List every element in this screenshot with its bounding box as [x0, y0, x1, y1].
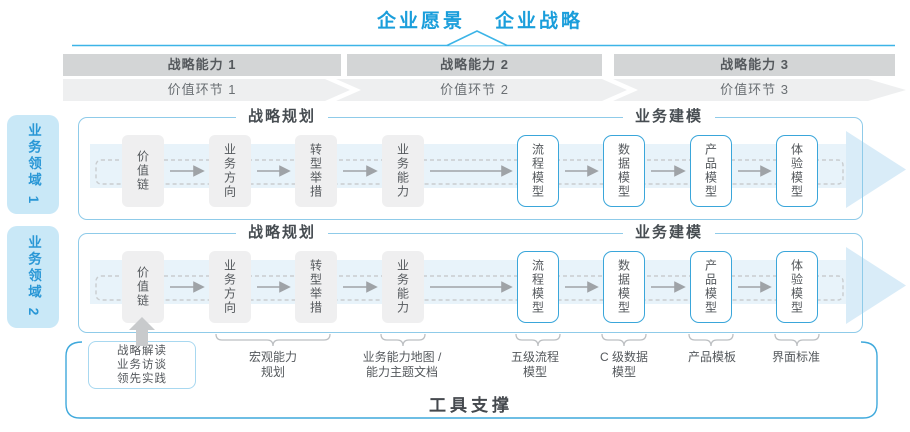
lane2-business-modeling-header: 业务建模: [622, 224, 716, 242]
lane2-box-product-model-label: 产品模型: [703, 259, 718, 315]
lane2-box-process-model-label: 流程模型: [530, 259, 545, 315]
lane2-box-business-direction: 业务方向: [209, 251, 251, 323]
value-link-label-3: 价值环节 3: [720, 82, 789, 97]
lane2-box-experience-model-label: 体验模型: [789, 259, 804, 315]
lane2-box-product-model: 产品模型: [690, 251, 732, 323]
lane2-box-process-model: 流程模型: [517, 251, 559, 323]
annotation-macro-capability-line2: 规划: [260, 365, 286, 379]
lane-2-container: [78, 233, 863, 333]
annotation-ui-standard: 界面标准: [772, 350, 820, 365]
lane2-box-data-model: 数据模型: [603, 251, 645, 323]
lane1-strategic-planning-header: 战略规划: [235, 108, 329, 126]
lane1-box-product-model: 产品模型: [690, 135, 732, 207]
annotation-level5-process-line1: 五级流程: [510, 350, 560, 364]
annotation-macro-capability-line1: 宏观能力: [248, 350, 298, 364]
value-link-chevron-2: [336, 79, 627, 101]
annotation-level5-process-line2: 模型: [522, 365, 548, 379]
lane1-box-value-chain-label: 价值链: [135, 150, 150, 192]
business-domain-tab-2: 业务领域 2: [7, 226, 59, 328]
strategic-capability-bar-3: 战略能力 3: [614, 54, 895, 76]
lane2-box-business-direction-label: 业务方向: [222, 259, 237, 315]
lane2-box-business-capability-label: 业务能力: [395, 259, 410, 315]
lane1-box-business-capability-label: 业务能力: [395, 143, 410, 199]
lane2-strategic-planning-header: 战略规划: [235, 224, 329, 242]
annotation-practice-line-3: 领先实践: [117, 373, 167, 385]
lane1-flow-arrowhead: [846, 131, 906, 208]
lane-1-container: [78, 117, 863, 220]
lane1-box-business-direction-label: 业务方向: [222, 143, 237, 199]
annotation-c-level-data-line2: 模型: [611, 365, 637, 379]
lane2-box-value-chain: 价值链: [122, 251, 164, 323]
lane2-dashed-rail: [95, 275, 844, 301]
enterprise-vision-title: 企业愿景: [377, 11, 466, 32]
value-link-label-1: 价值环节 1: [167, 82, 237, 97]
lane1-box-data-model-label: 数据模型: [616, 143, 631, 199]
lane1-box-experience-model: 体验模型: [776, 135, 818, 207]
enterprise-strategy-title: 企业战略: [495, 11, 584, 32]
lane1-box-transformation-initiatives: 转型举措: [295, 135, 337, 207]
lane1-box-business-capability: 业务能力: [382, 135, 424, 207]
annotation-product-template-line1: 产品模板: [687, 350, 737, 364]
tool-support-title: 工具支撑: [429, 396, 513, 415]
lane2-flow-arrowhead: [846, 247, 906, 324]
lane2-box-value-chain-label: 价值链: [135, 266, 150, 308]
strategic-capability-bar-1: 战略能力 1: [63, 54, 341, 76]
annotation-c-level-data-model: C 级数据 模型: [600, 350, 648, 380]
business-domain-tab-1-label: 业务领域 1: [26, 122, 41, 207]
annotation-product-template: 产品模板: [688, 350, 736, 365]
value-link-label-2: 价值环节 2: [440, 82, 509, 97]
lane2-box-data-model-label: 数据模型: [616, 259, 631, 315]
annotation-c-level-data-line1: C 级数据: [599, 350, 649, 364]
strategic-capability-bar-2: 战略能力 2: [347, 54, 602, 76]
annotation-practice-box: 战略解读 业务访谈 领先实践: [88, 341, 196, 389]
lane1-box-data-model: 数据模型: [603, 135, 645, 207]
annotation-ui-standard-line1: 界面标准: [771, 350, 821, 364]
lane1-dashed-rail: [95, 159, 844, 185]
value-link-chevron-1: [63, 79, 350, 101]
annotation-capability-map: 业务能力地图 / 能力主题文档: [363, 350, 442, 380]
annotation-practice-line-2: 业务访谈: [117, 359, 167, 371]
business-domain-tab-1: 业务领域 1: [7, 115, 59, 214]
lane2-box-transformation-initiatives: 转型举措: [295, 251, 337, 323]
lane1-box-value-chain: 价值链: [122, 135, 164, 207]
annotation-macro-capability: 宏观能力 规划: [249, 350, 297, 380]
up-caret-pointer: [446, 30, 508, 47]
annotation-capability-map-line2: 能力主题文档: [365, 365, 439, 379]
business-domain-tab-2-label: 业务领域 2: [26, 235, 41, 319]
annotation-capability-map-line1: 业务能力地图 /: [362, 350, 442, 364]
lane2-box-experience-model: 体验模型: [776, 251, 818, 323]
lane2-box-transformation-initiatives-label: 转型举措: [308, 259, 323, 315]
lane1-box-transformation-initiatives-label: 转型举措: [308, 143, 323, 199]
annotation-level5-process-model: 五级流程 模型: [511, 350, 559, 380]
annotation-practice-line-1: 战略解读: [117, 345, 167, 357]
lane1-business-modeling-header: 业务建模: [622, 108, 716, 126]
lane2-box-business-capability: 业务能力: [382, 251, 424, 323]
lane1-box-experience-model-label: 体验模型: [789, 143, 804, 199]
value-link-chevron-3: [613, 79, 906, 101]
lane1-box-process-model: 流程模型: [517, 135, 559, 207]
lane1-box-product-model-label: 产品模型: [703, 143, 718, 199]
lane1-box-business-direction: 业务方向: [209, 135, 251, 207]
lane1-box-process-model-label: 流程模型: [530, 143, 545, 199]
